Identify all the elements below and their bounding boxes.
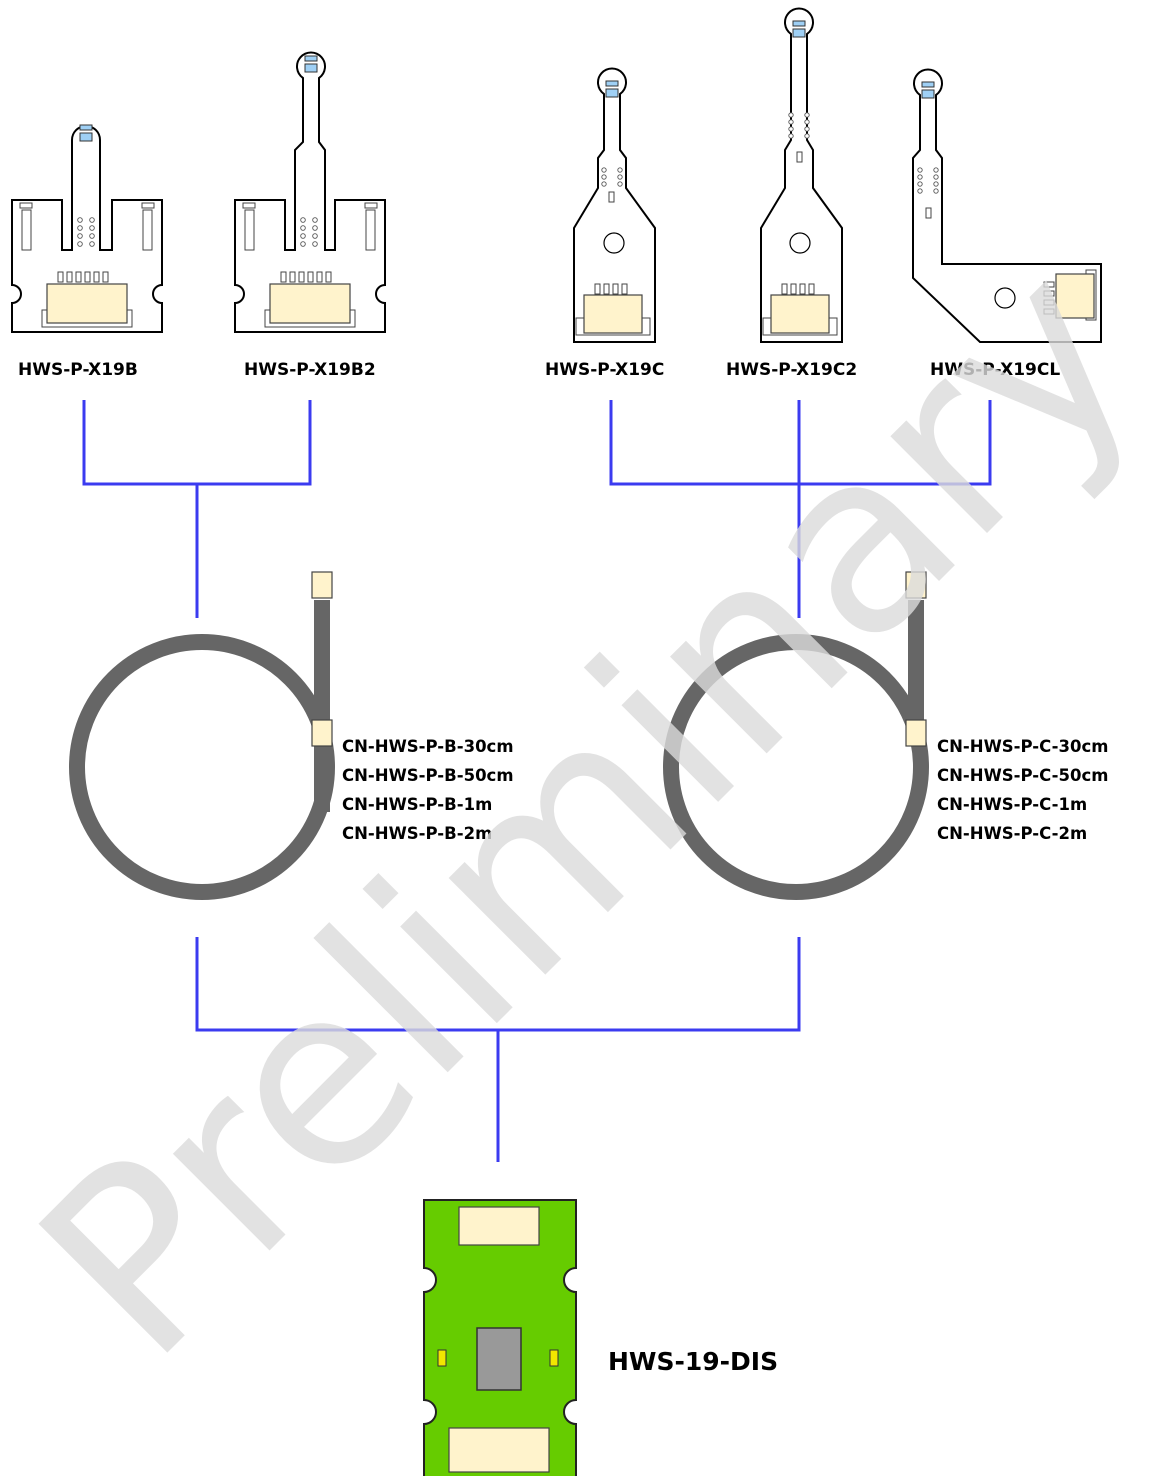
cable-b-model: CN-HWS-P-B-50cm — [342, 766, 514, 785]
display-board-hws-19-dis — [423, 1199, 577, 1476]
cable-c-bottom-connector — [905, 719, 927, 747]
cable-c — [663, 571, 929, 900]
probe-label-x19c: HWS-P-X19C — [545, 360, 664, 380]
board-label: HWS-19-DIS — [608, 1347, 778, 1376]
probe-hws-p-x19c — [573, 67, 656, 343]
probe-label-x19b2: HWS-P-X19B2 — [244, 360, 376, 380]
probe-hws-p-x19b — [11, 124, 163, 333]
cable-b — [69, 571, 335, 900]
probe-hws-p-x19b2 — [234, 51, 386, 333]
cable-c-model: CN-HWS-P-C-2m — [937, 824, 1087, 843]
cable-c-model: CN-HWS-P-C-50cm — [937, 766, 1108, 785]
cable-c-models: CN-HWS-P-C-30cm CN-HWS-P-C-50cm CN-HWS-P… — [937, 737, 1108, 843]
connection-lines-c — [609, 400, 992, 618]
cable-b-model: CN-HWS-P-B-1m — [342, 795, 492, 814]
probe-hws-p-x19c2 — [760, 7, 843, 343]
cable-b-top-connector — [311, 571, 333, 599]
board-bottom-connector — [448, 1427, 550, 1473]
cable-b-model: CN-HWS-P-B-2m — [342, 824, 492, 843]
probe-label-x19cl: HWS-P-X19CL — [930, 360, 1060, 380]
cable-b-model: CN-HWS-P-B-30cm — [342, 737, 514, 756]
board-chip — [476, 1327, 522, 1391]
connection-lines-b — [82, 400, 312, 618]
connection-lines-bottom — [195, 937, 801, 1162]
cable-b-bottom-connector — [311, 719, 333, 747]
board-top-connector — [458, 1206, 540, 1246]
cable-c-model: CN-HWS-P-C-1m — [937, 795, 1087, 814]
probe-hws-p-x19cl — [912, 68, 1102, 343]
probe-label-x19c2: HWS-P-X19C2 — [726, 360, 857, 380]
cable-c-model: CN-HWS-P-C-30cm — [937, 737, 1108, 756]
cable-c-top-connector — [905, 571, 927, 599]
probe-label-x19b: HWS-P-X19B — [18, 360, 138, 380]
cable-b-models: CN-HWS-P-B-30cm CN-HWS-P-B-50cm CN-HWS-P… — [342, 737, 514, 843]
